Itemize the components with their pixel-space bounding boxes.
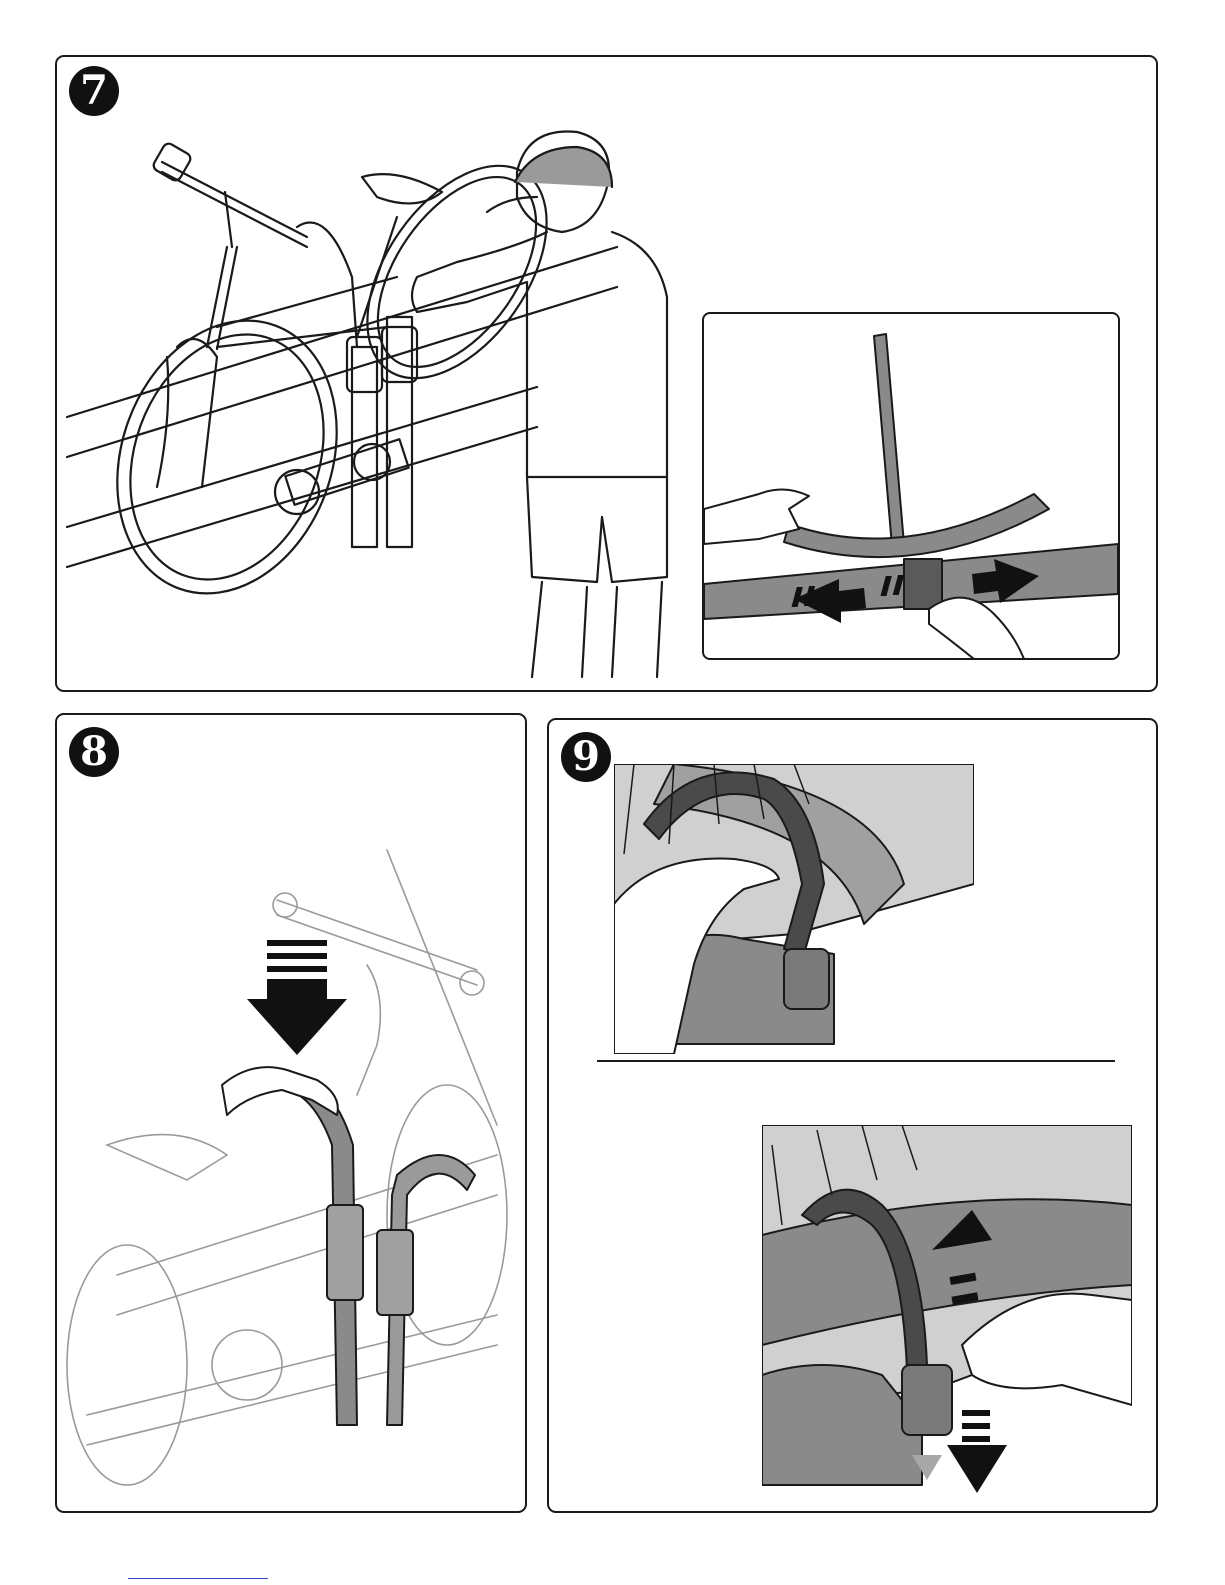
wheel-cradle-detail-inset <box>702 312 1120 660</box>
bike-loading-illustration <box>57 87 717 687</box>
wheel-cradle-slide-illustration <box>704 314 1118 658</box>
step-7-panel: 7 <box>55 55 1158 692</box>
press-down-arrow-icon <box>247 940 347 1055</box>
step-9-divider <box>597 1060 1115 1062</box>
step-8-panel: 8 <box>55 713 527 1513</box>
step-9-badge: 9 <box>561 732 611 782</box>
strap-over-wheel-illustration <box>614 764 974 1054</box>
footer-link-underline <box>128 1578 268 1579</box>
arm-press-down-illustration <box>57 715 525 1511</box>
tighten-strap-illustration <box>762 1125 1132 1505</box>
step-9-panel: 9 <box>547 718 1158 1513</box>
